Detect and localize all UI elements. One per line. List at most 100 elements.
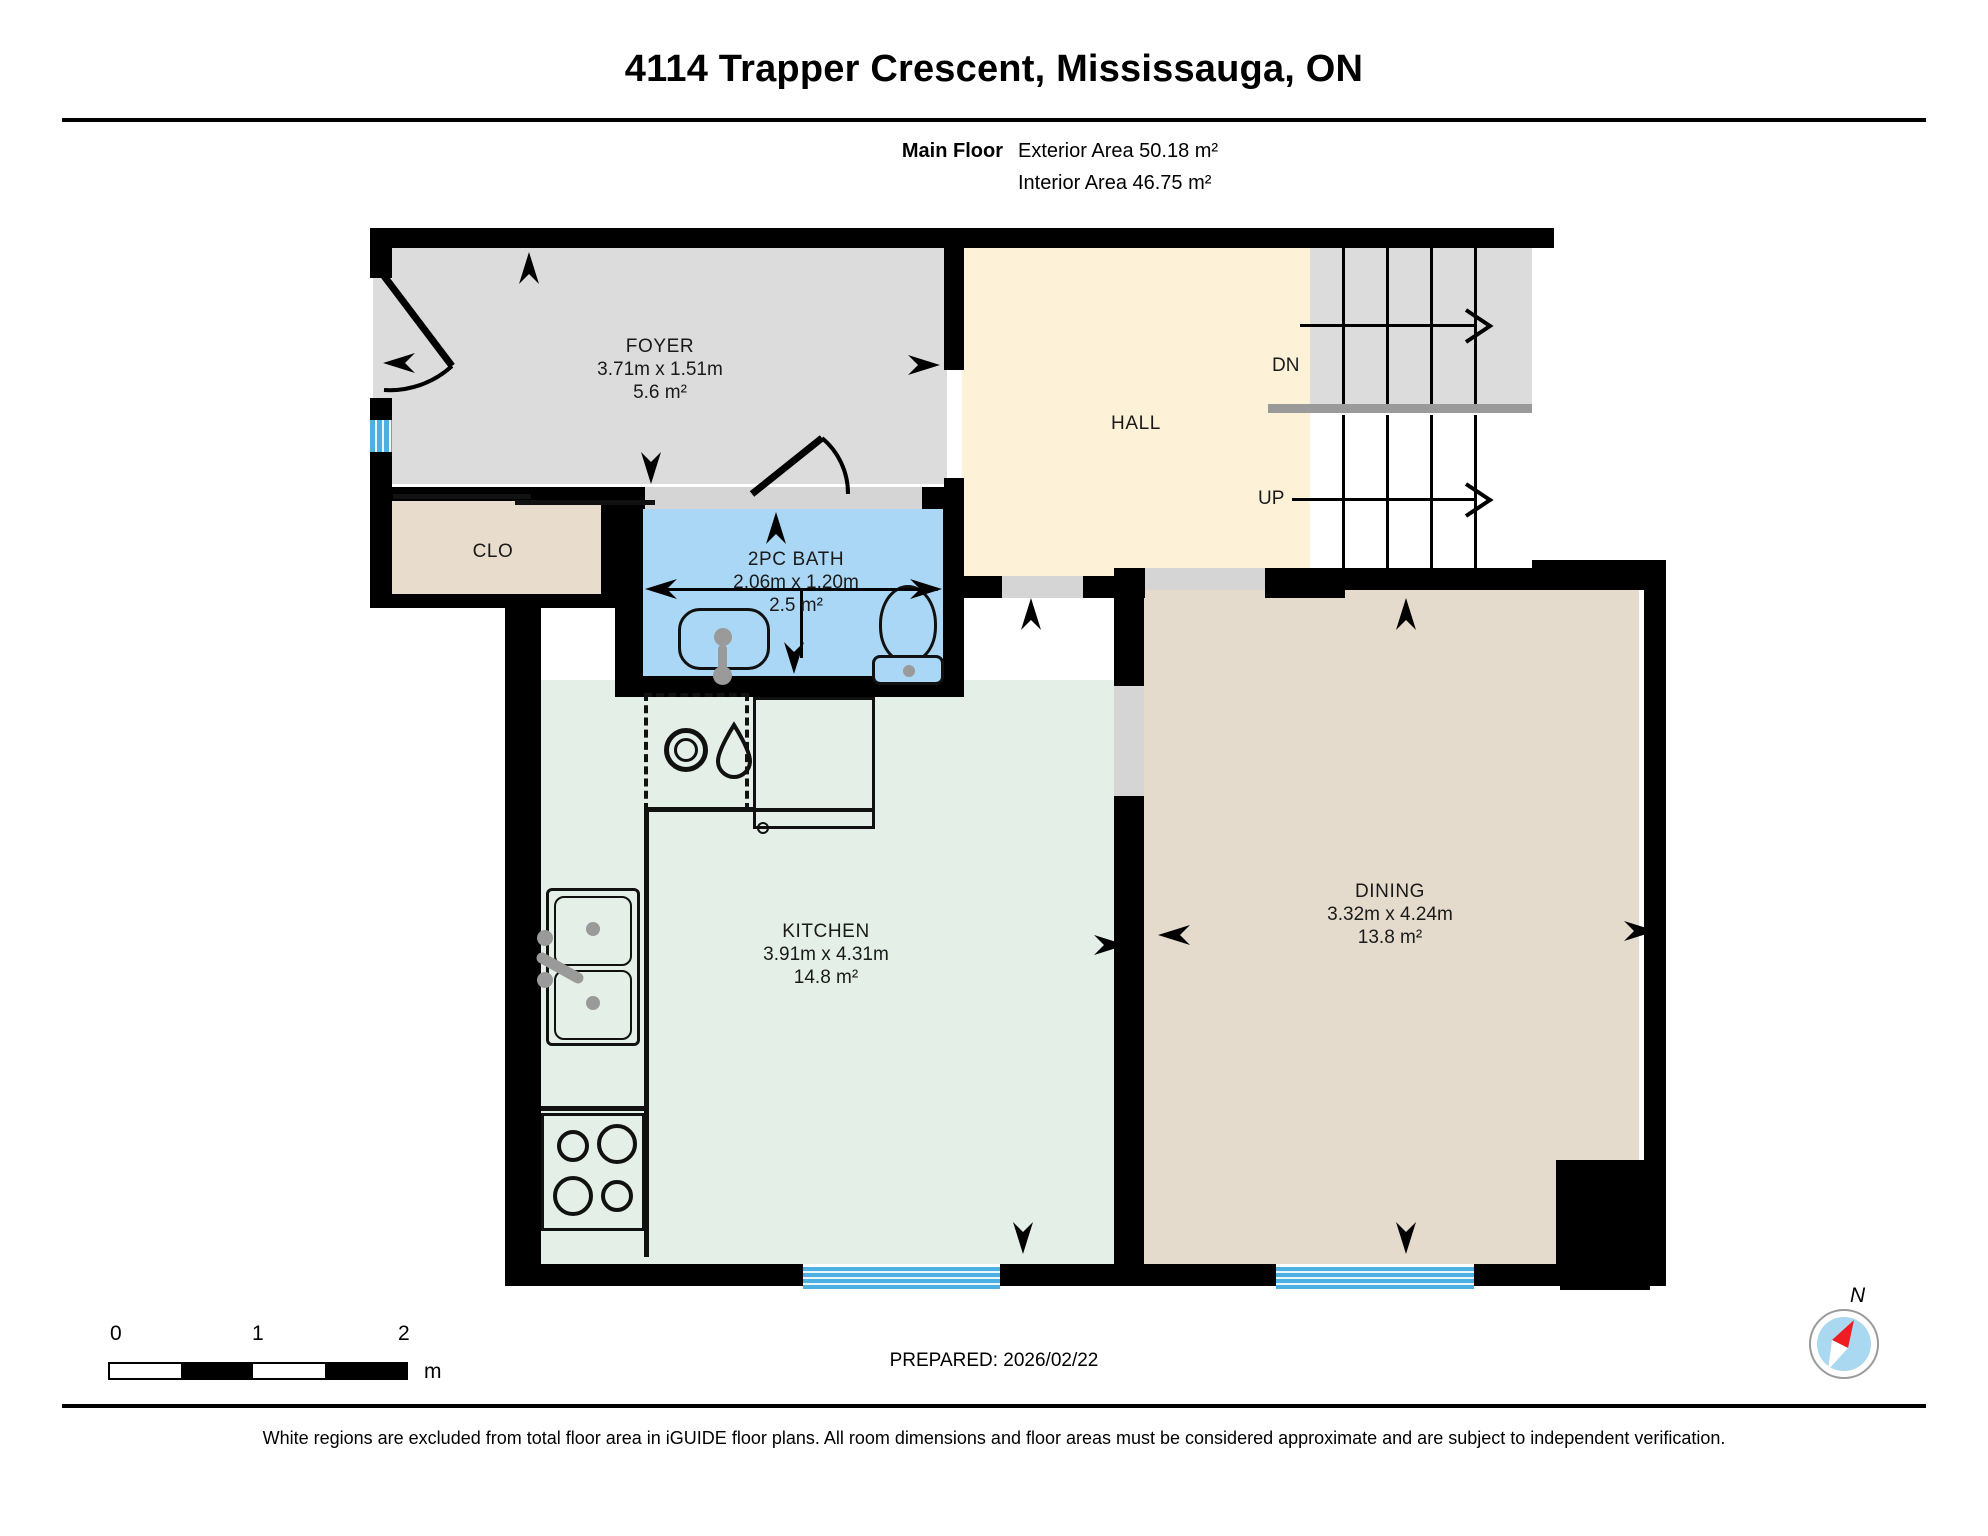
wall-foyer-left-lower [370,448,392,608]
wall-stair-right [1532,228,1554,248]
wall-bath-right [943,487,964,697]
viewpoint-arrow-dining-right [1624,921,1656,941]
compass-rose: N [1802,1284,1886,1384]
stove-counter-line [541,1106,645,1111]
wall-kitchen-bottom-right [1000,1264,1142,1286]
wall-stair-block [1532,560,1666,590]
header-divider [62,118,1926,122]
viewpoint-arrow-foyer-right [908,355,940,375]
wall-foyer-left-mid [370,398,392,420]
kitchen-sink-basin-1-icon [554,896,632,966]
burner-4-icon [601,1180,633,1212]
label-hall: HALL [1111,413,1161,434]
washer-icon [664,728,708,772]
viewpoint-arrow-kitchen-down [1013,1222,1033,1254]
viewpoint-arrow-dining-up [1396,598,1416,630]
interior-area-text: Interior Area 46.75 m² [1018,172,1212,194]
label-dining: DINING 3.32m x 4.24m 13.8 m² [1327,881,1453,948]
floor-label: Main Floor [901,140,1003,162]
wall-hall-bottom-left [962,576,1002,598]
room-clo [375,500,612,602]
viewpoint-arrow-kitchen-up [1021,598,1041,630]
label-stairs-up: UP [1258,488,1285,509]
closet-door-line [393,494,531,499]
room-foyer [373,246,947,484]
viewpoint-arrow-foyer-up [519,252,539,284]
viewpoint-arrow-foyer-down [641,452,661,484]
stove-icon [541,1113,645,1231]
scale-tick-0: 0 [110,1322,122,1345]
fridge-base-line [756,808,872,812]
dryer-drop-icon [715,721,753,779]
wall-kitchen-bottom [505,1264,803,1286]
opening-foyer-bath [645,487,922,509]
window-foyer-left [370,420,392,452]
viewpoint-arrow-kitchen-right [1094,935,1126,955]
scale-tick-1: 1 [252,1322,264,1345]
dimension-line-bath-h [660,588,938,591]
kitchen-sink-basin-2-icon [554,970,632,1040]
toilet-flush-icon [903,665,915,677]
exterior-area-text: Exterior Area 50.18 m² [1018,140,1219,162]
room-dining [1139,590,1639,1280]
window-kitchen-bottom [803,1264,1000,1292]
label-foyer: FOYER 3.71m x 1.51m 5.6 m² [597,336,723,403]
stairs-landing [1268,404,1532,413]
closet-door-line-2 [515,500,655,505]
scale-unit: m [424,1360,442,1383]
kitchen-sink-drain-1-icon [586,922,600,936]
stairs-up [1292,415,1532,586]
burner-1-icon [557,1130,589,1162]
viewpoint-arrow-foyer-entry [383,353,415,373]
burner-2-icon [597,1124,637,1164]
washer-inner-icon [674,738,698,762]
label-stairs-down: DN [1272,355,1300,376]
wall-dining-right [1644,568,1666,1168]
label-kitchen: KITCHEN 3.91m x 4.31m 14.8 m² [763,921,889,988]
wall-bath-left [615,487,643,697]
sink-drain-icon [714,628,732,646]
footer-divider [62,1404,1926,1408]
wall-kitchen-left [505,676,541,1286]
wall-foyer-left-upper [370,228,392,278]
room-kitchen [540,680,1114,1280]
wall-clo-bottom [370,594,615,608]
bath-door-icon [749,435,851,497]
stairs-down [1300,246,1532,407]
toilet-tank-icon [872,655,944,685]
opening-kitchen-dining [1114,686,1144,796]
laundry-counter-edge [644,807,754,812]
floor-info: Main Floor Exterior Area 50.18 m² Interi… [0,140,1988,204]
sink-faucet-icon [718,645,727,671]
entry-door-icon [381,273,455,393]
viewpoint-arrow-bath-down [784,642,804,674]
opening-hall-dining [1145,568,1265,590]
fridge-wheel-icon [757,822,769,834]
wall-clo-right [601,500,615,608]
wall-foyer-hall-divider [944,228,964,370]
kitchen-faucet-icon [536,930,584,988]
kitchen-sink-drain-2-icon [586,996,600,1010]
label-bath: 2PC BATH 2.06m x 1.20m 2.5 m² [733,549,859,616]
wall-dining-bottom-right [1474,1264,1666,1286]
label-clo: CLO [472,541,514,562]
viewpoint-arrow-bath-up [766,512,786,544]
sink-faucet-base-icon [713,666,732,685]
page-title: 4114 Trapper Crescent, Mississauga, ON [624,48,1364,90]
prepared-date: PREPARED: 2026/02/22 [889,1350,1099,1371]
scale-tick-2: 2 [398,1322,410,1345]
window-dining-bottom [1276,1264,1474,1292]
wall-kitchen-dining-upper [1114,576,1144,686]
fridge-icon [753,697,875,829]
burner-3-icon [553,1176,593,1216]
wall-kitchen-dining-lower [1114,796,1144,1286]
scale-bar [108,1362,408,1380]
compass-north-label: N [1850,1284,1866,1307]
opening-hall-kitchen [1002,576,1083,598]
viewpoint-arrow-dining-down [1396,1222,1416,1254]
room-hall [962,246,1310,586]
dimension-line-bath-v [800,588,803,658]
laundry-counter-edge-v [644,807,649,1257]
